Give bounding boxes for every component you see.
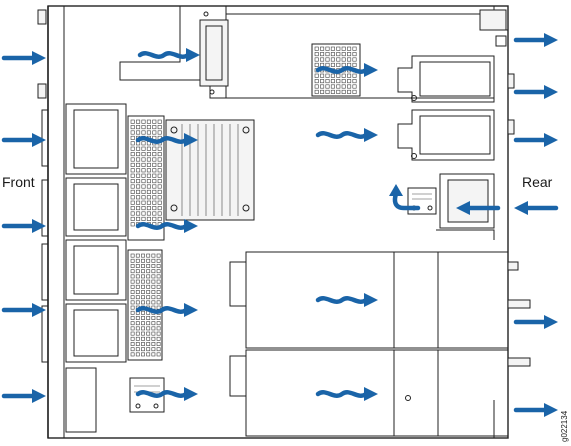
flow-arrow-4 bbox=[138, 303, 198, 317]
intake-arrow-2 bbox=[4, 133, 46, 147]
flow-arrow-9 bbox=[318, 387, 378, 401]
intake-arrow-1 bbox=[4, 51, 46, 65]
chassis bbox=[47, 5, 509, 439]
front-panel bbox=[37, 9, 127, 433]
heatsink bbox=[165, 119, 255, 221]
front-label: Front bbox=[2, 174, 35, 190]
rear-connectors bbox=[397, 9, 515, 240]
power-supply-2 bbox=[229, 349, 531, 437]
exhaust-arrow-2 bbox=[516, 85, 558, 99]
chip-grid-2 bbox=[127, 249, 163, 361]
intake-arrow-5 bbox=[4, 389, 46, 403]
curved-arrow bbox=[389, 184, 421, 211]
intake-arrow-3 bbox=[4, 219, 46, 233]
rear-label: Rear bbox=[522, 174, 553, 190]
exhaust-arrow-3 bbox=[516, 133, 558, 147]
airflow-arrows bbox=[4, 33, 558, 417]
figure-id: g022134 bbox=[560, 410, 569, 442]
flow-arrow-1 bbox=[140, 48, 200, 62]
exhaust-arrow-5 bbox=[516, 403, 558, 417]
exhaust-arrow-4 bbox=[516, 315, 558, 329]
power-supply-1 bbox=[229, 251, 531, 349]
intake-arrow-4 bbox=[4, 303, 46, 317]
flow-arrow-6 bbox=[318, 63, 378, 77]
top-card bbox=[119, 6, 494, 99]
flow-arrow-7 bbox=[318, 128, 378, 142]
exhaust-arrow-1 bbox=[516, 33, 558, 47]
flow-arrow-8 bbox=[318, 293, 378, 307]
flow-arrow-5 bbox=[138, 387, 198, 401]
flow-arrow-3 bbox=[138, 219, 198, 233]
chip-grid-1 bbox=[127, 115, 165, 241]
rear-intake-arrow bbox=[514, 201, 556, 215]
